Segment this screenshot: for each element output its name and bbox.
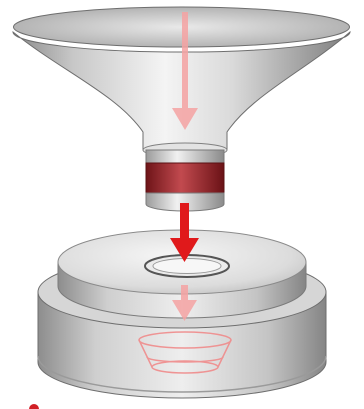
- arrow-out-of-stem: [170, 203, 199, 262]
- base-plate: [37, 229, 327, 399]
- funnel-bell: [12, 30, 351, 151]
- corner-red-dot: [29, 404, 39, 409]
- red-band: [145, 162, 225, 196]
- orifice-ring-inner: [152, 258, 222, 274]
- base-bottom-rim: [37, 355, 327, 393]
- ghost-funnel-shape: [138, 331, 232, 374]
- funnel-mouth: [13, 6, 350, 48]
- arrow-into-funnel: [172, 12, 198, 130]
- funnel: [12, 6, 351, 158]
- stem: [145, 149, 225, 212]
- arrow-into-base: [172, 285, 197, 321]
